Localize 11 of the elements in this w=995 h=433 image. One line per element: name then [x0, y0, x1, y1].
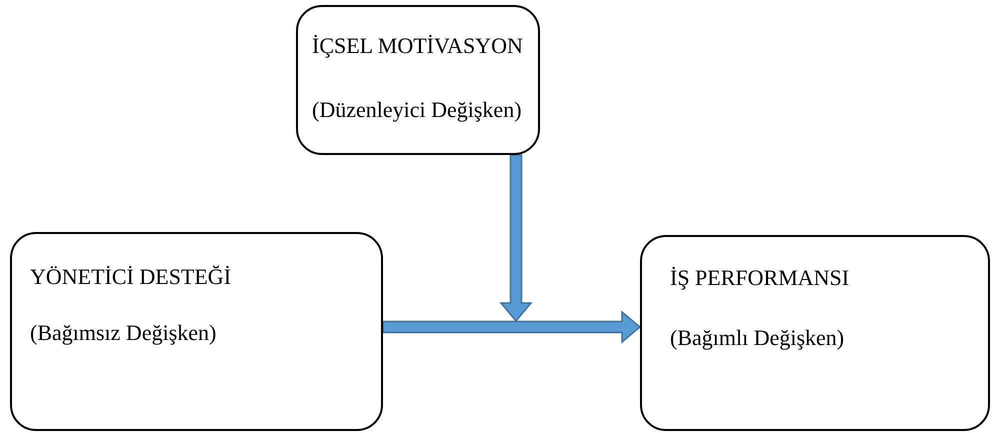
rounded-box — [10, 232, 383, 431]
variable-type: (Bağımlı Değişken) — [670, 325, 846, 352]
variable-type: (Düzenleyici Değişken) — [312, 97, 523, 124]
variable-name: İŞ PERFORMANSI — [670, 265, 850, 292]
block-arrow — [382, 310, 642, 344]
variable-name: İÇSEL MOTİVASYON — [312, 33, 524, 60]
block-arrow — [499, 154, 533, 322]
variable-type: (Bağımsız Değişken) — [30, 320, 218, 347]
variable-name: YÖNETİCİ DESTEĞİ — [30, 264, 232, 290]
rounded-box — [296, 5, 540, 155]
rounded-box — [640, 235, 990, 431]
